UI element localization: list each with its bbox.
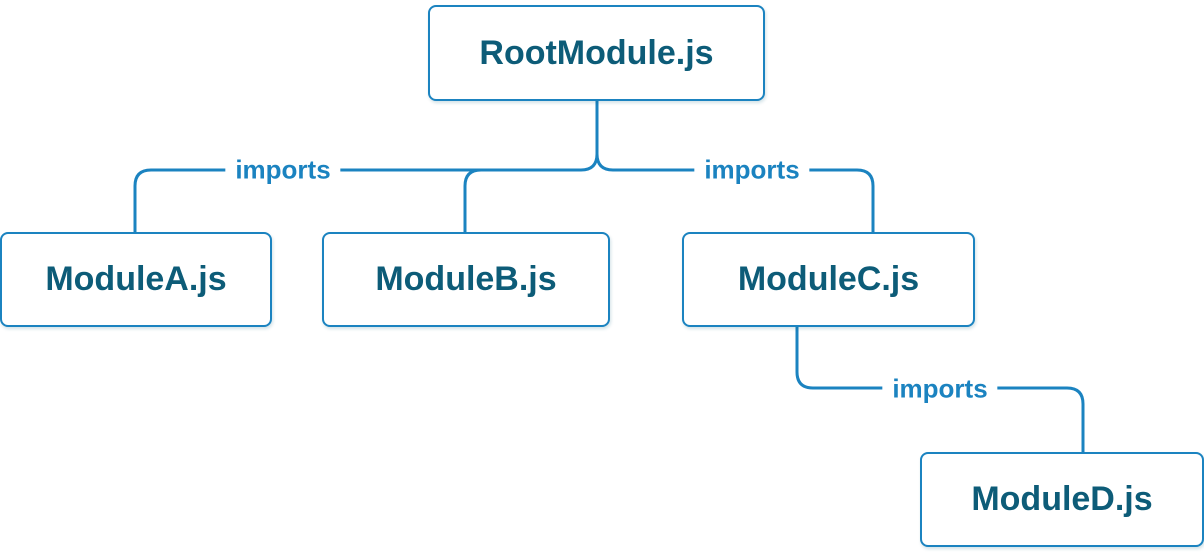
node-moduled: ModuleD.js [920, 452, 1204, 547]
edge-root-moduleb [463, 168, 483, 234]
node-modulec: ModuleC.js [682, 232, 975, 327]
node-modulea: ModuleA.js [0, 232, 272, 327]
node-moduleb: ModuleB.js [322, 232, 610, 327]
edge-root-modulea [133, 99, 599, 234]
node-moduled-label: ModuleD.js [971, 480, 1153, 518]
node-rootmodule: RootModule.js [428, 5, 765, 101]
node-moduleb-label: ModuleB.js [375, 260, 557, 298]
node-modulec-label: ModuleC.js [737, 260, 920, 298]
edge-label-imports-root-a: imports [225, 154, 341, 186]
edge-label-imports-c-d: imports [882, 373, 998, 405]
node-modulea-label: ModuleA.js [45, 260, 227, 298]
edge-label-imports-root-c: imports [694, 154, 810, 186]
node-rootmodule-label: RootModule.js [479, 33, 714, 72]
